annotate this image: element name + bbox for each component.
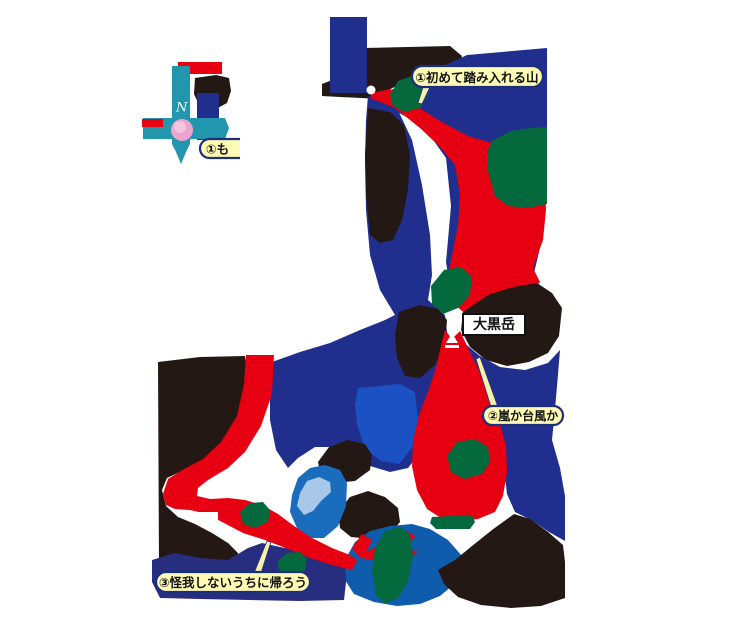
annotation-1-pill — [410, 64, 545, 89]
annotation-3: ③怪我しないうちに帰ろう — [154, 570, 312, 594]
terrain-green-7 — [277, 552, 307, 575]
terrain-black-right-of-lake — [338, 491, 400, 539]
terrain-black-left-mass — [158, 356, 248, 577]
annotation-partial: ①も — [198, 135, 274, 162]
terrain-green-8 — [372, 527, 413, 603]
trail-red-middle — [412, 330, 507, 521]
annotation-1-text: ①初めて踏み入れる山 — [415, 70, 538, 85]
peak-label-text: 大黒岳 — [473, 316, 515, 333]
compass-north-label: N — [175, 101, 188, 116]
annotation-2-text: ②嵐か台風か — [488, 408, 558, 423]
annotation-2-pill — [481, 404, 565, 427]
annotation-3-pill — [154, 570, 312, 594]
annotation-2: ②嵐か台風か — [481, 404, 565, 427]
terrain-green-3 — [431, 267, 472, 314]
peak-label: 大黒岳 — [462, 313, 526, 336]
terrain-royal-blue — [355, 384, 418, 464]
annotation-3-text: ③怪我しないうちに帰ろう — [159, 575, 307, 590]
terrain-green-6 — [240, 502, 270, 528]
mountain-peak-icon — [445, 333, 459, 348]
peak-label-box — [462, 313, 526, 336]
annotation-partial-text: ①も — [206, 142, 229, 157]
terrain-black-column-strip — [365, 108, 410, 243]
compass-red-bar-left — [142, 119, 163, 127]
hut-marker — [190, 512, 218, 522]
terrain-green-strip — [430, 515, 475, 529]
terrain-green-2 — [487, 127, 547, 208]
lake-highlight — [297, 477, 331, 515]
terrain-green-4 — [447, 439, 490, 479]
annotation-partial-clip — [240, 135, 274, 162]
trailhead-dot-marker — [366, 85, 376, 95]
annotation-1: ①初めて踏み入れる山 — [410, 64, 545, 89]
terrain-black-peak-left — [395, 305, 447, 378]
terrain-navy-top-bar — [330, 17, 367, 93]
compass-pink-highlight — [174, 121, 186, 133]
compass-rose: N ①も — [142, 62, 274, 164]
terrain-black-bottom-right — [438, 514, 565, 608]
